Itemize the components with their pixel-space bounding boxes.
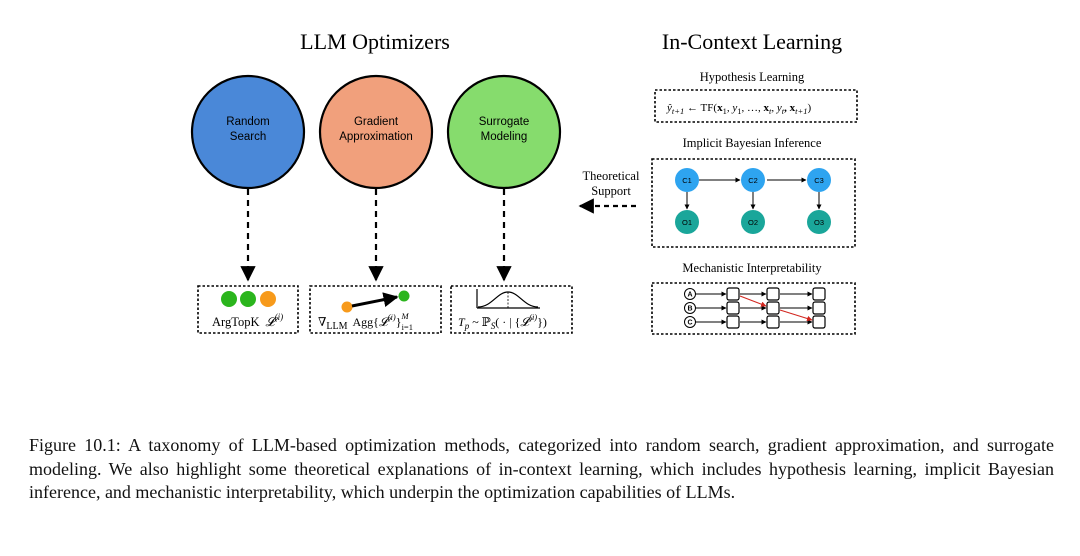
orange-dot [260,291,276,307]
theoretical-support-label-2: Support [591,184,631,198]
figure-caption: Figure 10.1: A taxonomy of LLM-based opt… [29,435,1054,502]
node-o2 [741,210,765,234]
mech-node [812,287,826,301]
mech-node [726,315,740,329]
surrogate-modeling-label-2: Modeling [481,131,528,143]
taxonomy-diagram: LLM Optimizers Random Search Gradient Ap… [190,29,858,335]
hypothesis-box: ŷt+1 ← TF(x1, y1, …, xt, yt, xt+1) [654,89,858,123]
mech-node [726,287,740,301]
mechanistic-interpretability-title: Mechanistic Interpretability [682,261,822,275]
surrogate-box: Tp~ℙS( · | {𝓛(i)}) [450,285,573,334]
node-c1-label: C1 [682,176,692,185]
random-search-label-1: Random [226,116,269,128]
node-c2-label: C2 [748,176,758,185]
input-c-label: C [687,320,692,327]
bayesian-box: C1 C2 C3 O1 O2 O3 [651,158,856,248]
mech-node [766,287,780,301]
in-context-learning-title: In-Context Learning [662,29,842,54]
mech-node [766,315,780,329]
surrogate-formula: Tp~ℙS( · | {𝓛(i)}) [458,312,547,331]
mech-node [812,315,826,329]
node-o2-label: O2 [748,218,758,227]
input-b-label: B [687,306,692,313]
node-c3-label: C3 [814,176,824,185]
green-dot-1 [221,291,237,307]
gradient-approximation-node: Gradient Approximation [318,74,434,190]
input-b [684,302,696,314]
gradient-start-dot [341,301,353,313]
green-dot-2 [240,291,256,307]
circuit-edge [779,309,813,322]
theoretical-support-label-1: Theoretical [583,169,640,183]
surrogate-modeling-label-1: Surrogate [479,116,530,128]
random-search-circle [190,74,306,190]
node-c3 [807,168,831,192]
circuit-edge [739,295,767,307]
surrogate-modeling-circle [446,74,562,190]
llm-optimizers-title: LLM Optimizers [300,29,450,54]
node-o1 [675,210,699,234]
gradient-direction-arrow [351,292,399,308]
mech-node [812,301,826,315]
node-c2 [741,168,765,192]
random-search-node: Random Search [190,74,306,190]
node-o3 [807,210,831,234]
random-search-label-2: Search [230,131,266,143]
gradient-approximation-circle [318,74,434,190]
bayesian-inference-title: Implicit Bayesian Inference [683,136,822,150]
input-c [684,316,696,328]
hypothesis-learning-title: Hypothesis Learning [700,70,805,84]
hypothesis-formula: ŷt+1 ← TF(x1, y1, …, xt, yt, xt+1) [666,102,811,116]
node-o3-label: O3 [814,218,824,227]
surrogate-modeling-node: Surrogate Modeling [446,74,562,190]
mechanistic-box: A B C [651,282,856,335]
input-a [684,288,696,300]
input-a-label: A [687,292,692,299]
gradient-end-dot [398,290,410,302]
distribution-icon [476,289,540,309]
mech-node [766,301,780,315]
node-o1-label: O1 [682,218,692,227]
gradient-approximation-label-1: Gradient [354,116,399,128]
gradient-approximation-label-2: Approximation [339,131,413,143]
node-c1 [675,168,699,192]
mech-node [726,301,740,315]
